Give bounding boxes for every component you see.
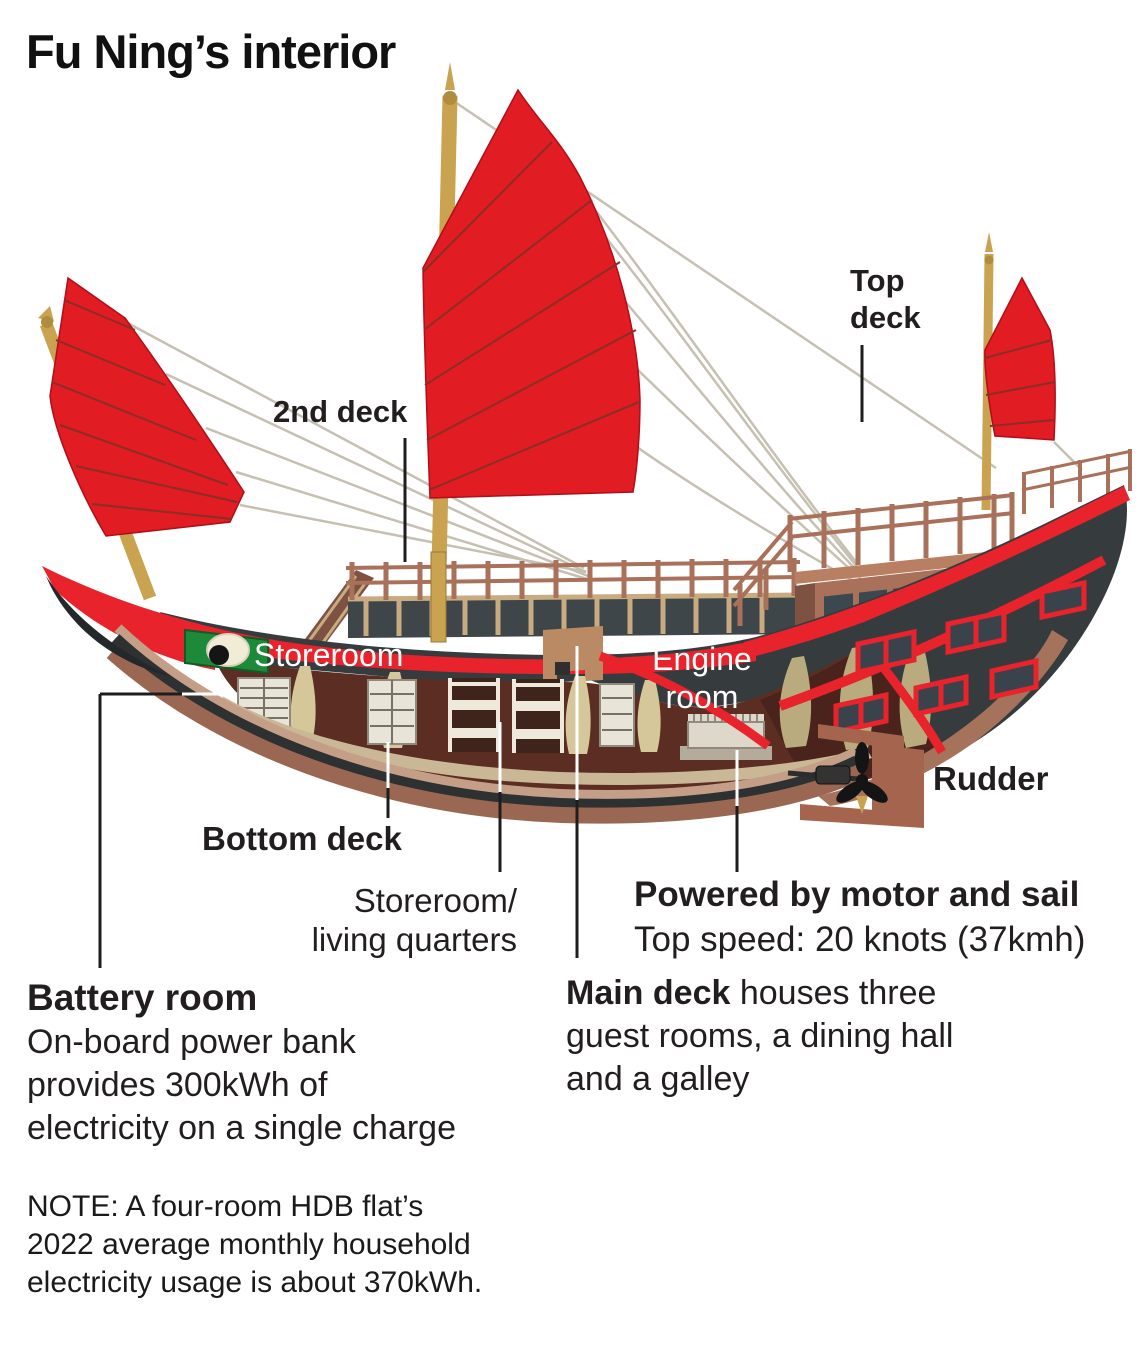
rudder-assembly — [787, 724, 924, 828]
label-storeroom-lq-line1: Storeroom/ — [353, 882, 517, 919]
bunk-bed-2 — [512, 679, 564, 753]
label-top-deck-line1: Top — [850, 263, 905, 298]
second-deck-railing — [345, 558, 801, 600]
battery-heading: Battery room — [27, 977, 258, 1018]
bunk-bed-1 — [448, 678, 500, 752]
callout-powered: Powered by motor and sail Top speed: 20 … — [634, 872, 1134, 962]
lower-hull — [106, 624, 864, 824]
page-title: Fu Ning’s interior — [26, 25, 396, 78]
main-sail — [422, 88, 641, 499]
powered-heading: Powered by motor and sail — [634, 875, 1080, 914]
footnote-line1: NOTE: A four-room HDB flat’s — [27, 1190, 424, 1223]
callout-main-deck: Main deck houses three guest rooms, a di… — [566, 972, 1006, 1101]
footnote-line2: 2022 average monthly household — [27, 1228, 471, 1261]
label-engine-room-line2: room — [665, 679, 739, 715]
top-deck-railing — [787, 492, 1015, 572]
propeller-icon — [836, 742, 888, 803]
callout-lines — [98, 345, 864, 968]
label-engine-room-line1: Engine — [652, 641, 752, 677]
battery-line1: On-board power bank — [27, 1023, 356, 1061]
main-deck-rest1: houses three — [730, 974, 937, 1012]
main-deck-line1: Main deck houses three — [566, 972, 1006, 1015]
stern-railing — [1021, 449, 1133, 514]
slope-railing — [732, 520, 794, 626]
label-storeroom: Storeroom — [254, 637, 404, 673]
stern-underside — [818, 630, 1068, 806]
label-storeroom-living-quarters: Storeroom/ living quarters — [295, 881, 517, 959]
battery-line2: provides 300kWh of — [27, 1066, 328, 1104]
main-deck-line3: and a galley — [566, 1060, 750, 1098]
label-rudder: Rudder — [933, 760, 1049, 797]
label-2nd-deck: 2nd deck — [273, 394, 408, 429]
label-bottom-deck: Bottom deck — [202, 820, 402, 857]
deck-notch-door — [555, 662, 570, 675]
label-top-deck-line2: deck — [850, 300, 921, 335]
stern-windows — [833, 579, 1087, 736]
mizzen-sail — [984, 276, 1056, 441]
powered-body: Top speed: 20 knots (37kmh) — [634, 920, 1086, 959]
bow — [46, 576, 269, 676]
label-top-deck: Top deck — [850, 262, 921, 336]
footnote-line3: electricity usage is about 370kWh. — [27, 1266, 483, 1299]
callout-battery-room: Battery room On-board power bank provide… — [27, 975, 487, 1150]
hull-charcoal — [160, 485, 1127, 760]
main-deck-lead: Main deck — [566, 974, 731, 1012]
shelf-rack — [599, 683, 635, 747]
storage-rack — [367, 679, 417, 745]
label-storeroom-lq-line2: living quarters — [311, 921, 517, 958]
main-mast-lower — [430, 551, 447, 643]
label-engine-room: Engine room — [628, 640, 776, 716]
fore-sail — [49, 276, 245, 537]
battery-line3: electricity on a single charge — [27, 1109, 457, 1147]
main-deck-line2: guest rooms, a dining hall — [566, 1017, 954, 1055]
footnote: NOTE: A four-room HDB flat’s 2022 averag… — [27, 1188, 507, 1302]
